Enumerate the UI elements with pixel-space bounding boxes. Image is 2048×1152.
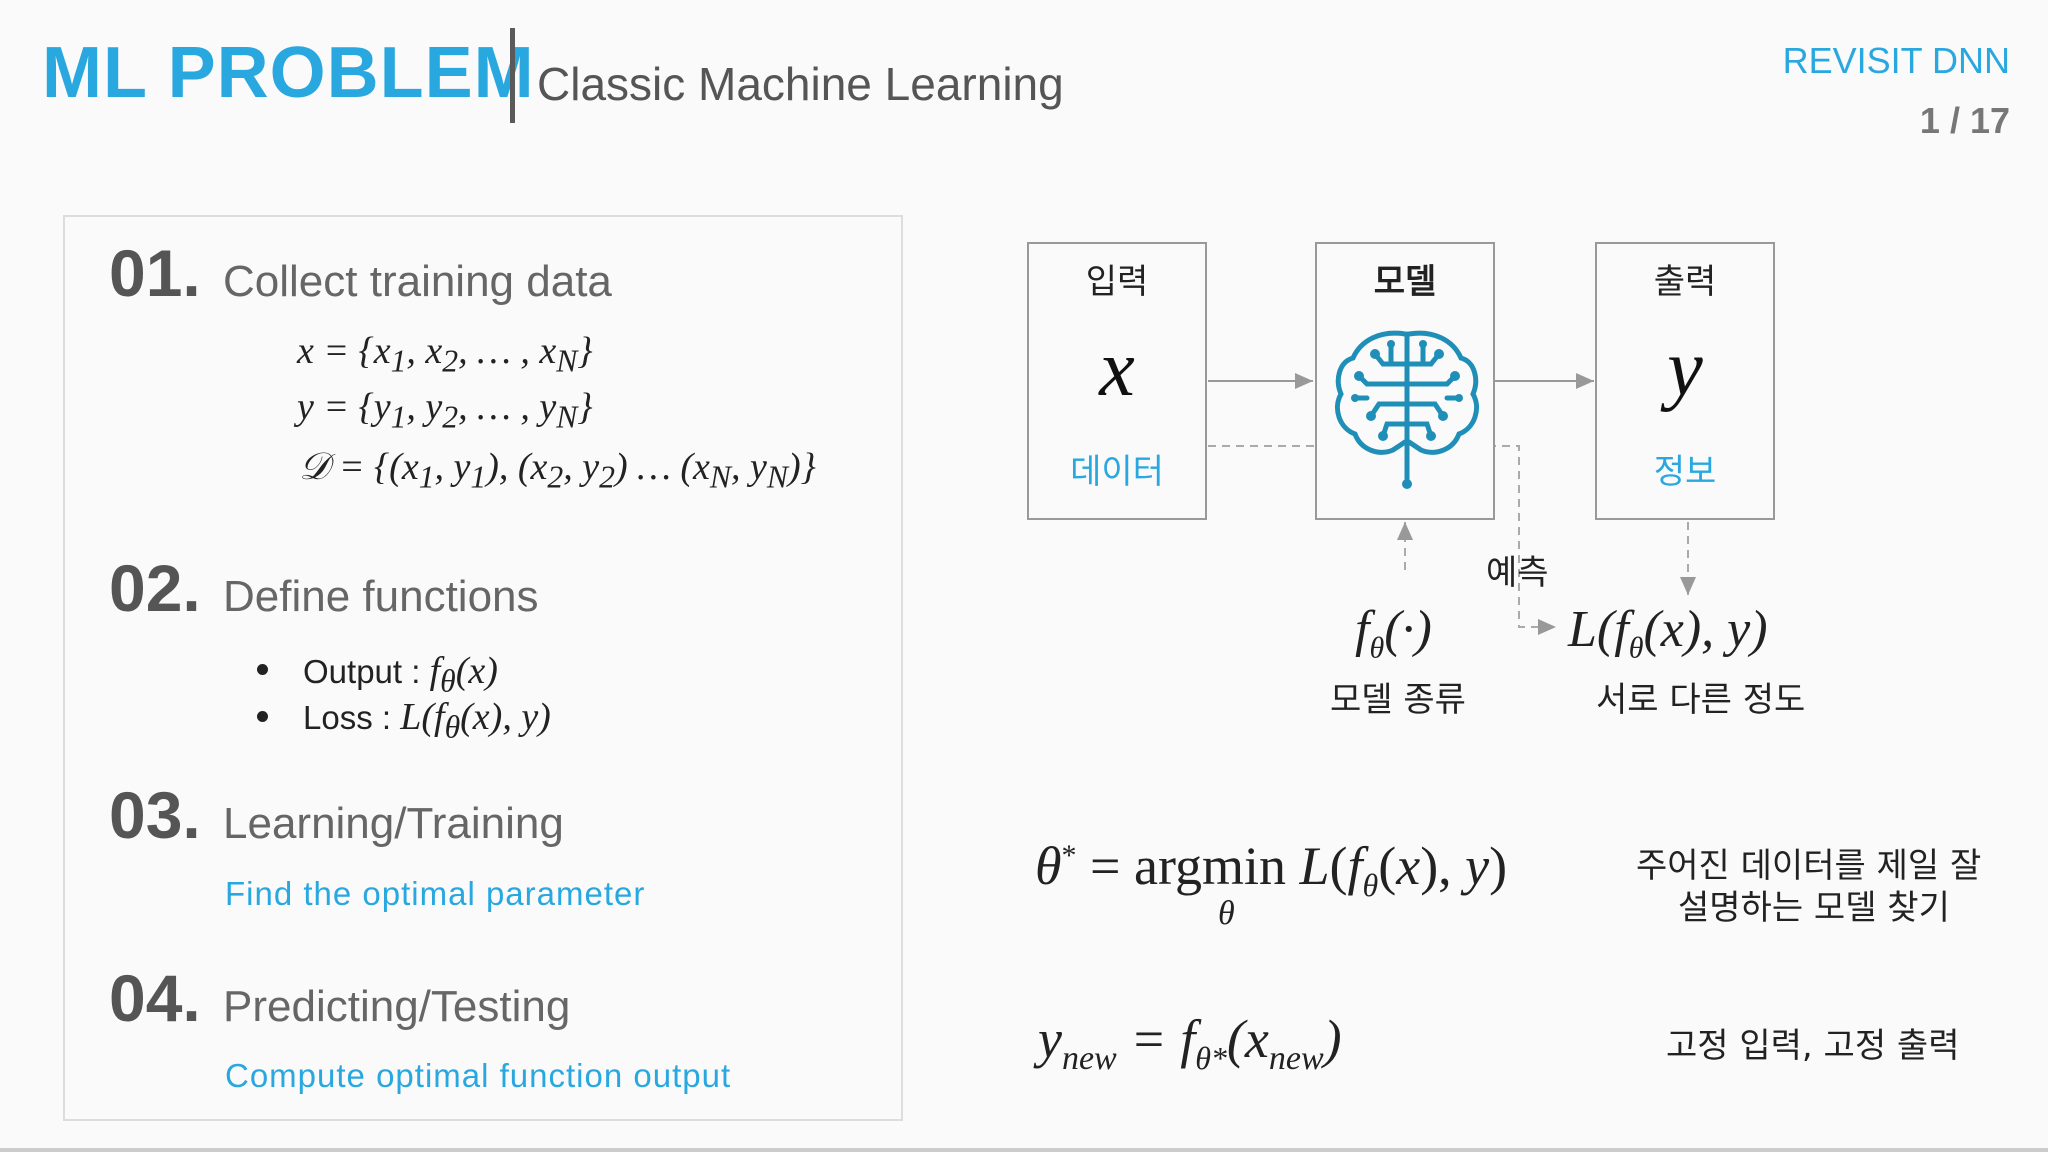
step-2-number: 02.	[109, 551, 201, 625]
model-kind-label: 모델 종류	[1330, 680, 1466, 720]
model-function: fθ(·)	[1355, 601, 1432, 665]
argmin-note-line-1: 주어진 데이터를 제일 잘	[1636, 846, 1982, 886]
argmin-formula: θ* = argmin L(fθ(x), y)	[1035, 836, 1508, 903]
bottom-rule	[0, 1148, 2048, 1152]
argmin-subscript: θ	[1218, 895, 1235, 932]
model-label: 모델	[1373, 262, 1437, 302]
step-3-subtitle: Find the optimal parameter	[225, 875, 646, 912]
steps-panel: 01. Collect training data x = {x1, x2, ……	[63, 215, 903, 1121]
step-1-title: Collect training data	[223, 257, 612, 306]
bullet-dot	[257, 711, 268, 722]
step-4-title: Predicting/Testing	[223, 982, 571, 1031]
step-4-number: 04.	[109, 961, 201, 1035]
equation-dataset: 𝒟 = {(x1, y1), (x2, y2) … (xN, yN)}	[299, 446, 816, 495]
loss-description: 서로 다른 정도	[1596, 680, 1806, 720]
step-1-number: 01.	[109, 236, 201, 310]
output-variable: y	[1667, 325, 1703, 413]
output-sublabel: 정보	[1653, 452, 1717, 492]
step-3-number: 03.	[109, 778, 201, 852]
step-4-subtitle: Compute optimal function output	[225, 1057, 732, 1094]
title-divider	[510, 28, 515, 123]
equation-y-set: y = {y1, y2, … , yN}	[297, 386, 593, 435]
bullet-dot	[257, 664, 268, 675]
predict-label: 예측	[1486, 553, 1549, 593]
step-3-title: Learning/Training	[223, 799, 564, 848]
prediction-formula: ynew = fθ*(xnew)	[1038, 1009, 1342, 1077]
input-box: 입력 x 데이터	[1027, 242, 1207, 520]
input-sublabel: 데이터	[1070, 452, 1164, 492]
input-variable: x	[1099, 325, 1135, 413]
page-number: 1 / 17	[1919, 100, 2010, 141]
slide-subtitle: Classic Machine Learning	[537, 58, 1064, 110]
output-box: 출력 y 정보	[1595, 242, 1775, 520]
brain-circuit-icon	[1335, 330, 1479, 489]
prediction-note: 고정 입력, 고정 출력	[1666, 1026, 1960, 1066]
argmin-note-line-2: 설명하는 모델 찾기	[1678, 888, 1950, 928]
slide-title: ML PROBLEM	[42, 33, 535, 113]
bullet-loss: Loss : L(fθ(x), y)	[303, 696, 551, 745]
bullet-output: Output : fθ(x)	[303, 650, 498, 699]
model-box: 모델	[1315, 242, 1495, 520]
section-label: REVISIT DNN	[1782, 40, 2010, 81]
loss-function: L(fθ(x), y)	[1568, 601, 1768, 665]
input-label: 입력	[1085, 262, 1149, 302]
equation-x-set: x = {x1, x2, … , xN}	[297, 330, 593, 379]
step-2-title: Define functions	[223, 572, 539, 621]
output-label: 출력	[1653, 262, 1717, 302]
